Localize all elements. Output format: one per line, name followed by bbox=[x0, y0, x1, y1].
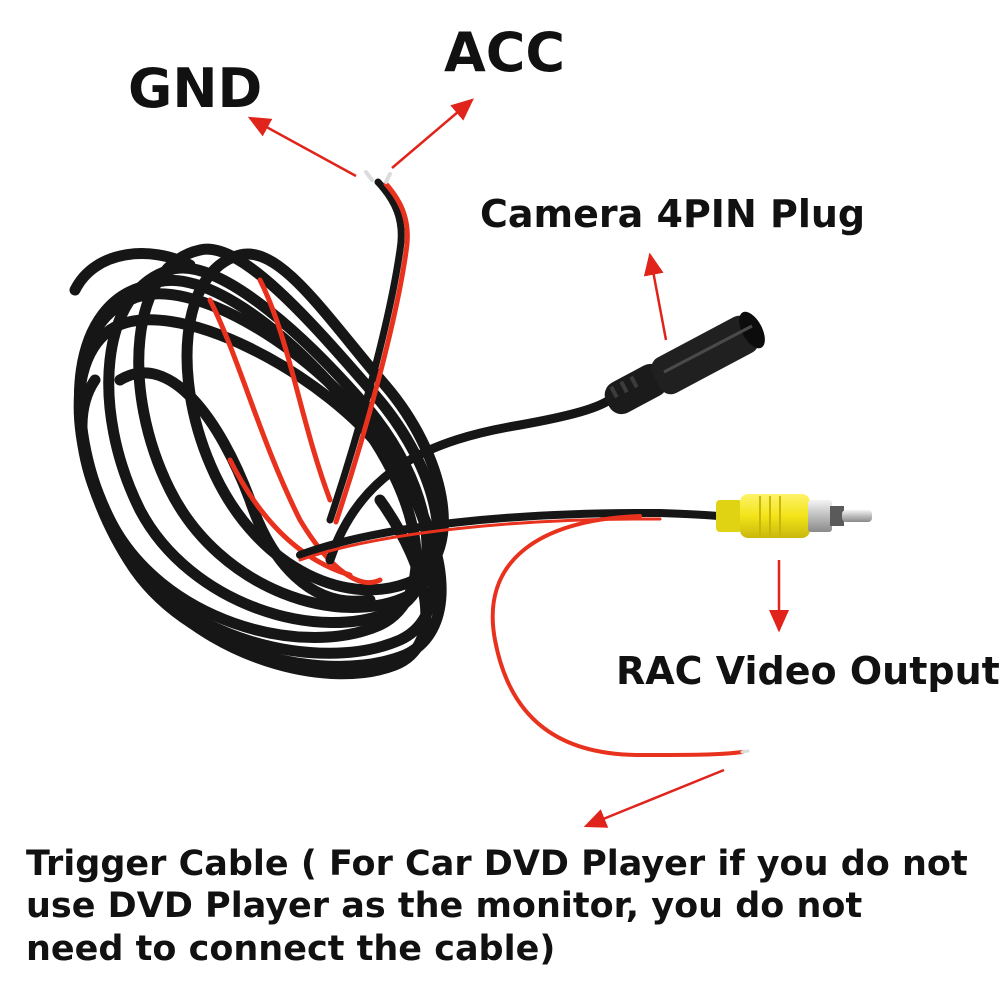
gnd-label: GND bbox=[128, 57, 263, 120]
power-lead bbox=[326, 170, 410, 525]
cable-coil bbox=[69, 243, 449, 680]
video-output-label: RAC Video Output bbox=[616, 649, 1000, 693]
video-cable bbox=[296, 508, 722, 562]
trigger-note-line: need to connect the cable) bbox=[26, 928, 556, 969]
trigger-note-line: Trigger Cable ( For Car DVD Player if yo… bbox=[26, 844, 968, 884]
arrow-icon bbox=[247, 98, 789, 828]
camera-cable bbox=[325, 393, 617, 565]
trigger-cable-note: Trigger Cable ( For Car DVD Player if yo… bbox=[26, 843, 986, 970]
camera-4pin-plug bbox=[604, 311, 765, 415]
trigger-note-line: use DVD Player as the monitor, you do no… bbox=[26, 886, 863, 927]
rca-plug bbox=[716, 494, 872, 538]
coil-red-wire bbox=[207, 277, 383, 585]
trigger-wire bbox=[490, 514, 750, 758]
camera-plug-label: Camera 4PIN Plug bbox=[480, 192, 866, 236]
acc-label: ACC bbox=[444, 21, 566, 84]
